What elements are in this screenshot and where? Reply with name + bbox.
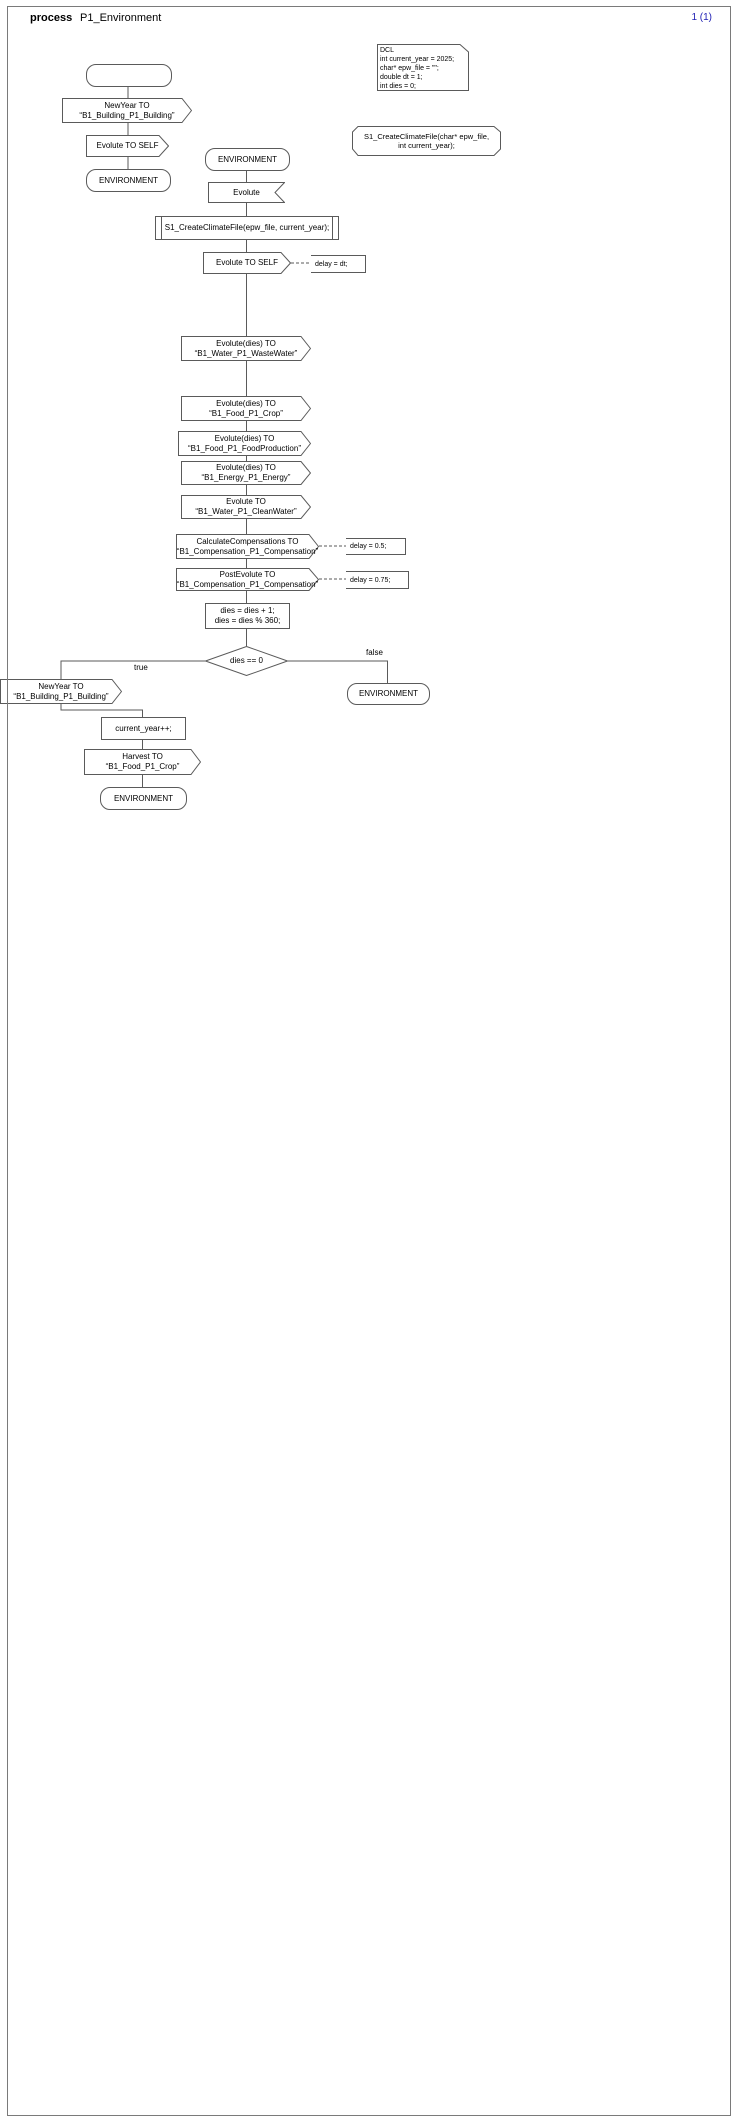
node-label-line: “B1_Compensation_P1_Compensation” (176, 579, 319, 589)
output-evolute-to-cleanwater: Evolute TO “B1_Water_P1_CleanWater” (181, 495, 311, 519)
dcl-line: DCL (380, 47, 395, 54)
node-label-line: Evolute(dies) TO (216, 463, 276, 472)
comment-delay-05: delay = 0.5; (346, 538, 406, 555)
node-label-line: current_year++; (115, 723, 172, 733)
output-postevolute: PostEvolute TO “B1_Compensation_P1_Compe… (176, 568, 319, 591)
procedure-decl-line: S1_CreateClimateFile(char* epw_file, (363, 131, 490, 141)
dcl-text-symbol: DCL int current_year = 2025; char* epw_f… (377, 44, 469, 91)
dcl-line: char* epw_file = ""; (380, 65, 439, 73)
output-evolute-to-wastewater: Evolute(dies) TO “B1_Water_P1_WasteWater… (181, 336, 311, 361)
decision-dies-equals-zero: dies == 0 (205, 646, 288, 676)
input-evolute: Evolute (208, 182, 285, 203)
output-evolute-to-crop: Evolute(dies) TO “B1_Food_P1_Crop” (181, 396, 311, 421)
state-environment-main: ENVIRONMENT (205, 148, 290, 171)
comment-delay-075: delay = 0.75; (346, 571, 409, 589)
diagram-kind-label: process (30, 12, 73, 24)
task-current-year-increment: current_year++; (101, 717, 186, 740)
node-label-line: PostEvolute TO (219, 569, 276, 579)
comment-text: delay = 0.5; (350, 543, 387, 550)
node-label-line: S1_CreateClimateFile(epw_file, current_y… (164, 223, 330, 232)
node-label-line: Evolute(dies) TO (214, 433, 275, 443)
node-label-line: “B1_Building_P1_Building” (13, 691, 109, 701)
true-branch-label: true (134, 663, 148, 672)
node-label-line: dies == 0 (230, 656, 263, 665)
dcl-line: double dt = 1; (380, 74, 423, 82)
output-evolute-to-self-left: Evolute TO SELF (86, 135, 169, 157)
output-evolute-to-energy: Evolute(dies) TO “B1_Energy_P1_Energy” (181, 461, 311, 485)
node-label-line: ENVIRONMENT (358, 689, 419, 698)
node-label-line: ENVIRONMENT (113, 793, 174, 803)
comment-text: delay = dt; (315, 260, 348, 268)
node-label-line: CalculateCompensations TO (196, 536, 299, 546)
false-branch-label: false (366, 648, 383, 657)
procedure-decl-line: int current_year); (398, 141, 455, 150)
node-label-line: Evolute(dies) TO (216, 398, 276, 408)
output-newyear-to-building-bottom: NewYear TO “B1_Building_P1_Building” (0, 679, 122, 704)
node-label-line: Harvest TO (122, 752, 163, 761)
node-label-line: “B1_Water_P1_CleanWater” (195, 507, 297, 516)
node-label-line: dies = dies + 1; (220, 606, 275, 615)
page-number: 1 (1) (691, 12, 712, 23)
state-environment-left: ENVIRONMENT (86, 169, 171, 192)
output-evolute-to-foodproduction: Evolute(dies) TO “B1_Food_P1_FoodProduct… (178, 431, 311, 456)
node-label-line: Evolute (233, 187, 260, 197)
node-label-line: Evolute TO (226, 497, 266, 506)
task-dies-increment: dies = dies + 1; dies = dies % 360; (205, 603, 290, 629)
procedure-declaration-symbol: S1_CreateClimateFile(char* epw_file, int… (352, 126, 501, 156)
node-label-line: ENVIRONMENT (98, 175, 159, 185)
node-label-line: “B1_Food_P1_Crop” (209, 408, 283, 418)
dcl-line: int current_year = 2025; (380, 56, 455, 64)
comment-delay-dt: delay = dt; (311, 255, 366, 273)
output-harvest-to-crop: Harvest TO “B1_Food_P1_Crop” (84, 749, 201, 775)
node-label-line: “B1_Water_P1_WasteWater” (194, 348, 298, 358)
node-label-line: Evolute(dies) TO (216, 338, 276, 348)
node-label-line: NewYear TO (104, 100, 150, 110)
node-label-line: “B1_Compensation_P1_Compensation” (176, 546, 319, 556)
node-label-line: “B1_Building_P1_Building” (79, 110, 175, 120)
state-environment-true-branch: ENVIRONMENT (100, 787, 187, 810)
output-calculate-compensations: CalculateCompensations TO “B1_Compensati… (176, 534, 319, 559)
node-label-line: ENVIRONMENT (217, 154, 278, 164)
page-title: P1_Environment (80, 12, 162, 24)
state-environment-false-branch: ENVIRONMENT (347, 683, 430, 705)
node-label-line: dies = dies % 360; (214, 616, 281, 625)
dcl-line: int dies = 0; (380, 83, 416, 91)
node-label-line: “B1_Food_P1_FoodProduction” (188, 443, 301, 453)
node-label-line: “B1_Food_P1_Crop” (105, 762, 180, 771)
node-label-line: Evolute TO SELF (96, 141, 159, 150)
procedure-call-create-climate-file: S1_CreateClimateFile(epw_file, current_y… (155, 216, 339, 240)
output-newyear-to-building-top: NewYear TO “B1_Building_P1_Building” (62, 98, 192, 123)
node-label-line: “B1_Energy_P1_Energy” (201, 473, 291, 482)
node-label-line: NewYear TO (38, 681, 84, 691)
node-label-line: Evolute TO SELF (216, 258, 278, 267)
start-symbol (86, 64, 172, 87)
output-evolute-to-self-main: Evolute TO SELF (203, 252, 291, 274)
comment-text: delay = 0.75; (350, 576, 391, 584)
